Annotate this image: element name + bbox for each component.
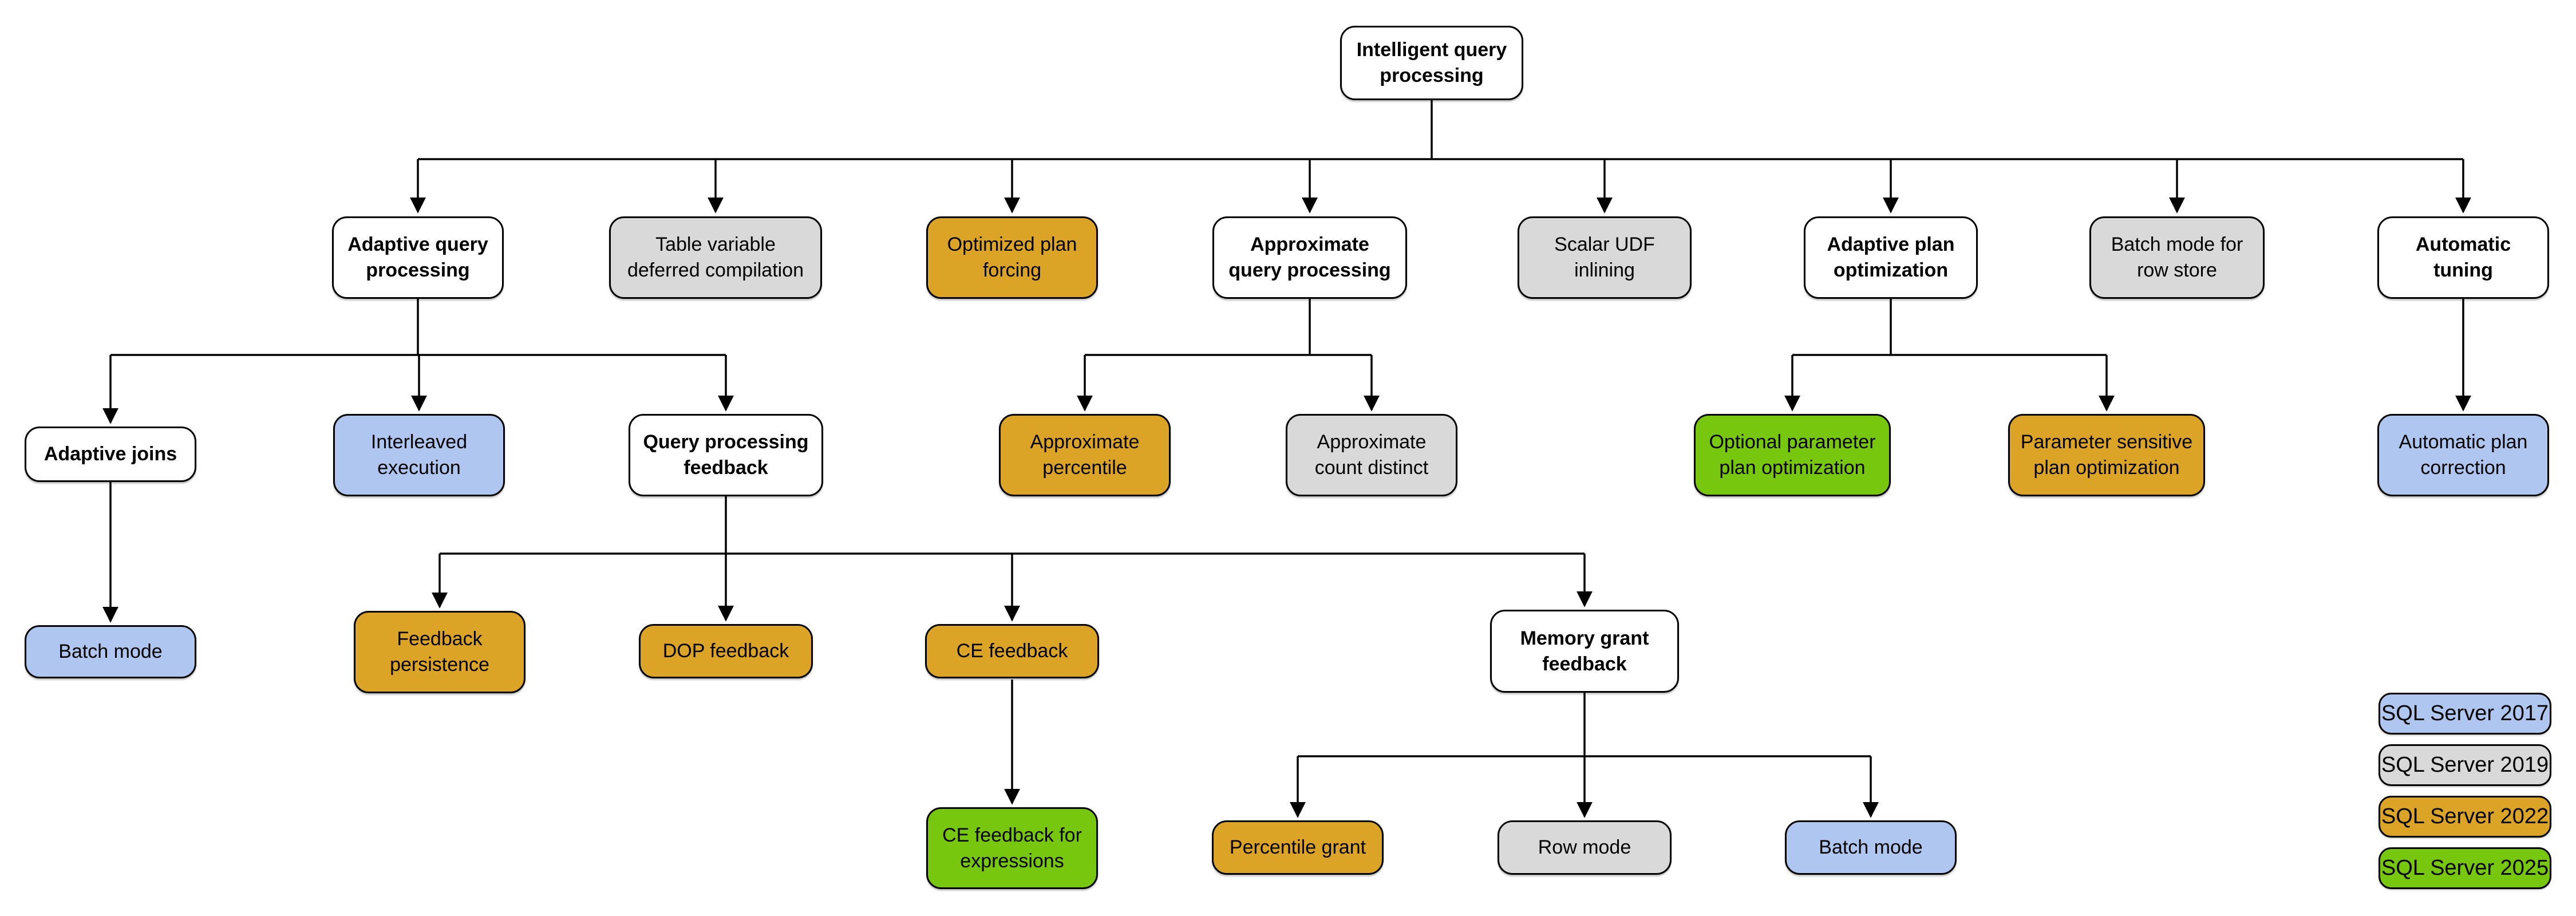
- node-approximate-count-distinct: Approximate count distinct: [1286, 414, 1457, 496]
- node-parameter-sensitive-plan-optimization: Parameter sensitive plan optimization: [2008, 414, 2205, 496]
- node-batch-mode-for-row-store: Batch mode for row store: [2089, 216, 2265, 299]
- legend-sql-server-2017: SQL Server 2017: [2379, 693, 2551, 735]
- node-optimized-plan-forcing: Optimized plan forcing: [926, 216, 1098, 299]
- node-ce-feedback: CE feedback: [925, 624, 1099, 678]
- node-dop-feedback: DOP feedback: [639, 624, 813, 678]
- legend-sql-server-2019: SQL Server 2019: [2379, 744, 2551, 786]
- node-approximate-percentile: Approximate percentile: [999, 414, 1171, 496]
- node-table-variable-deferred-compilation: Table variable deferred compilation: [609, 216, 822, 299]
- legend-sql-server-2025: SQL Server 2025: [2379, 847, 2551, 889]
- node-feedback-persistence: Feedback persistence: [354, 611, 526, 693]
- node-intelligent-query-processing: Intelligent query processing: [1340, 26, 1523, 100]
- node-automatic-tuning: Automatic tuning: [2377, 216, 2549, 299]
- node-adaptive-query-processing: Adaptive query processing: [332, 216, 504, 299]
- node-percentile-grant: Percentile grant: [1212, 820, 1384, 875]
- node-ce-feedback-for-expressions: CE feedback for expressions: [926, 807, 1098, 889]
- node-batch-mode-adaptive-joins: Batch mode: [25, 625, 196, 678]
- node-query-processing-feedback: Query processing feedback: [629, 414, 823, 496]
- node-scalar-udf-inlining: Scalar UDF inlining: [1518, 216, 1692, 299]
- node-memory-grant-feedback: Memory grant feedback: [1490, 610, 1679, 693]
- node-adaptive-joins: Adaptive joins: [25, 427, 196, 482]
- node-batch-mode-memory-grant: Batch mode: [1785, 820, 1957, 875]
- node-interleaved-execution: Interleaved execution: [333, 414, 505, 496]
- node-row-mode: Row mode: [1498, 820, 1672, 875]
- legend-sql-server-2022: SQL Server 2022: [2379, 796, 2551, 838]
- node-optional-parameter-plan-optimization: Optional parameter plan optimization: [1694, 414, 1891, 496]
- node-automatic-plan-correction: Automatic plan correction: [2377, 414, 2549, 496]
- node-approximate-query-processing: Approximate query processing: [1212, 216, 1407, 299]
- node-adaptive-plan-optimization: Adaptive plan optimization: [1804, 216, 1978, 299]
